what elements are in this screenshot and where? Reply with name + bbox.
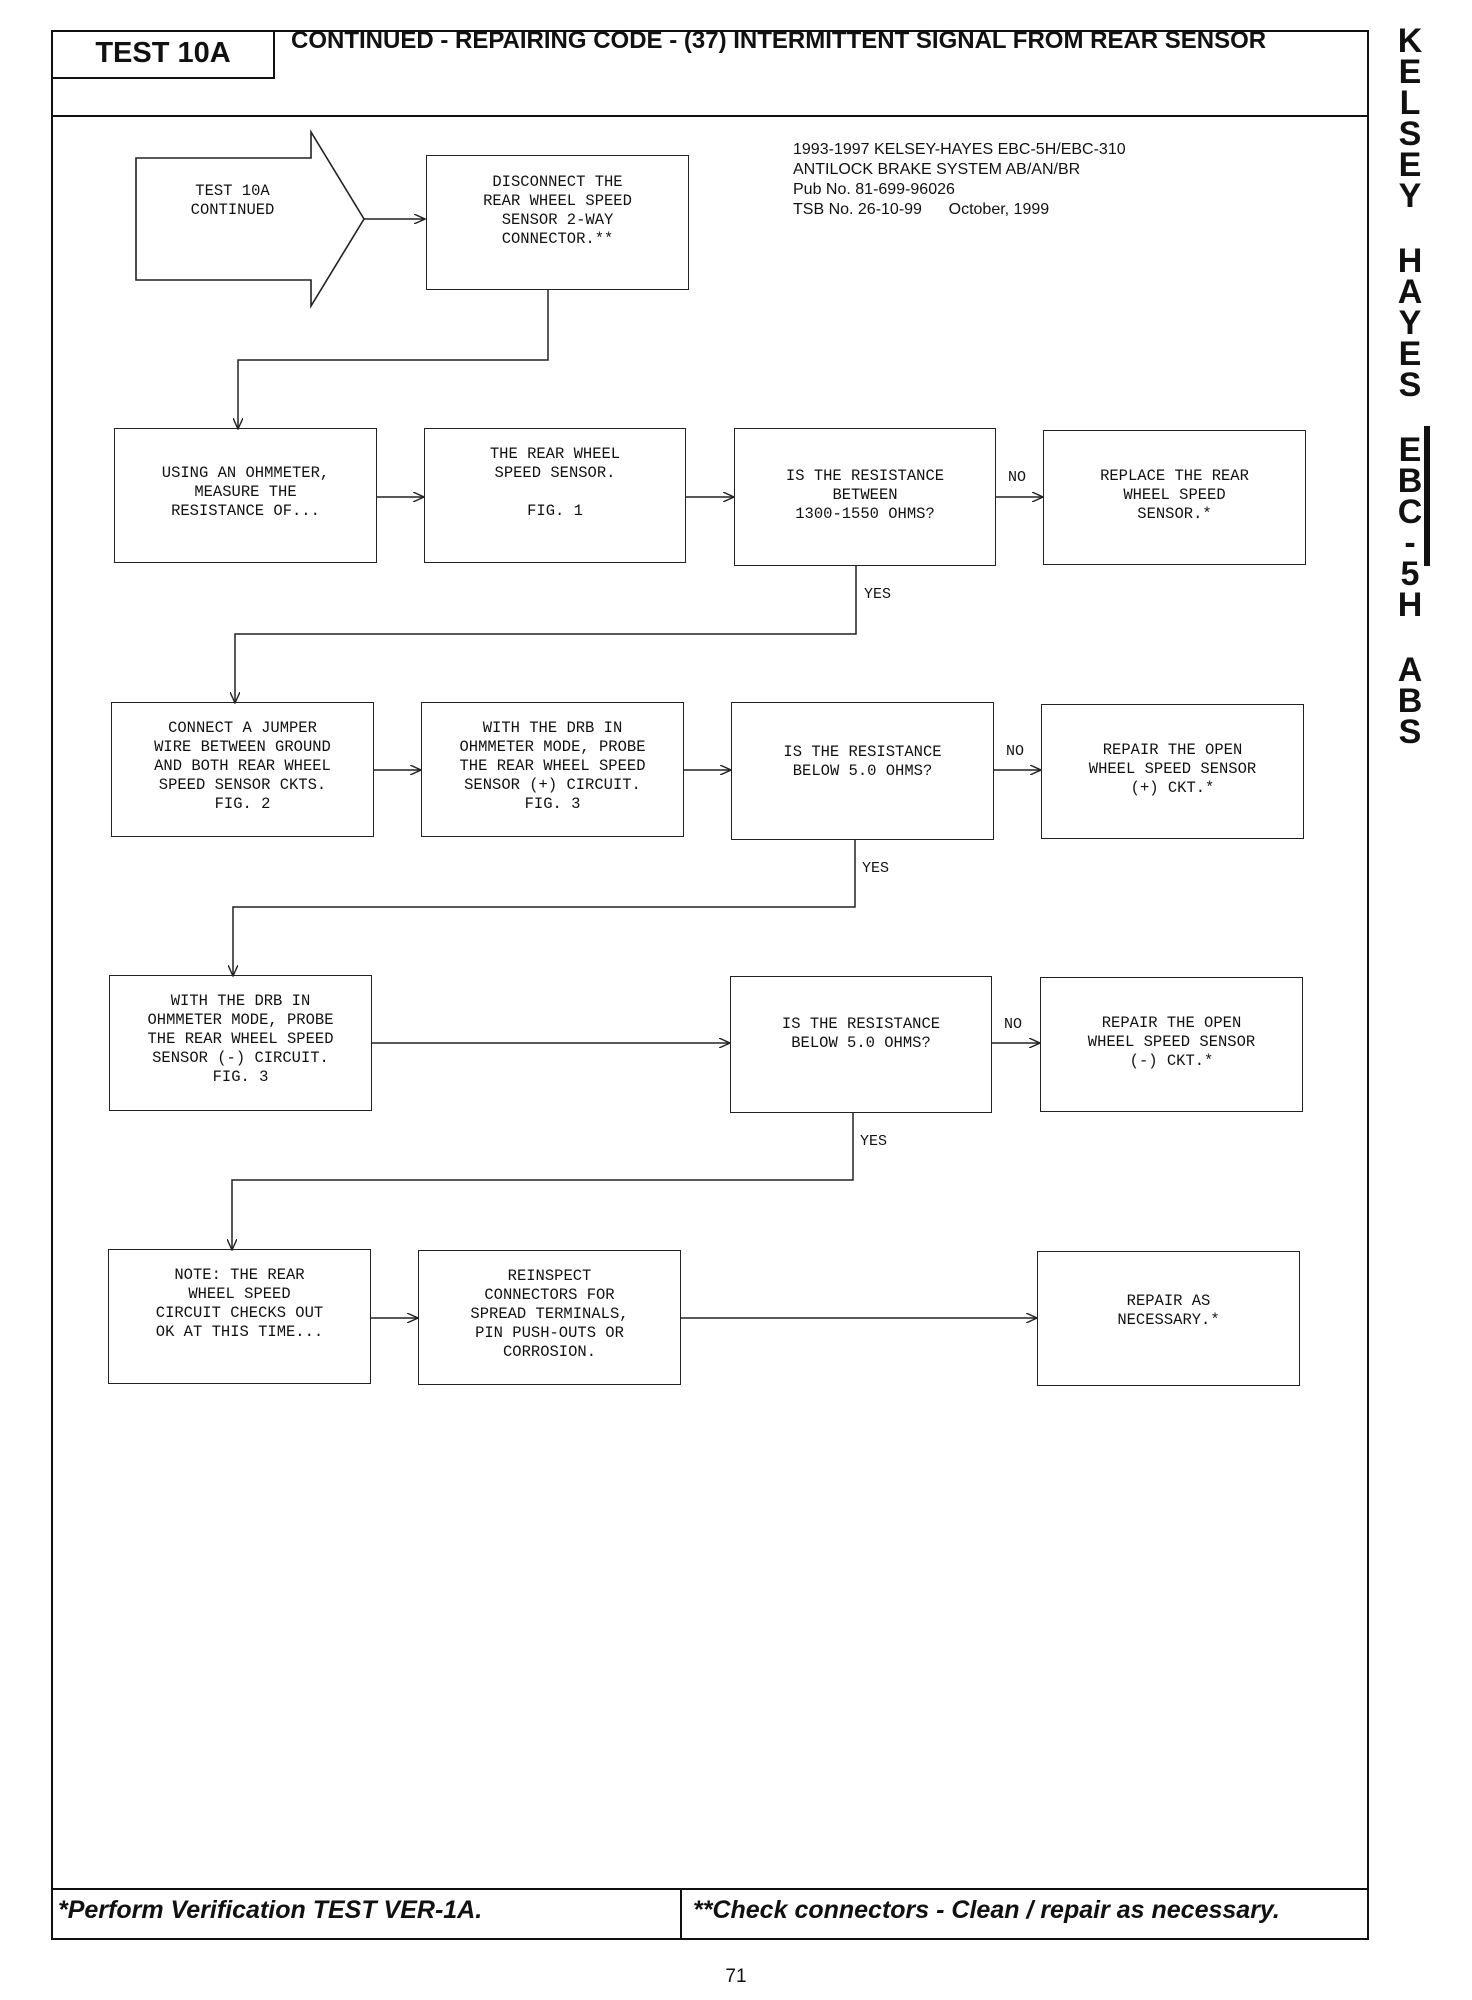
yes-label: YES (860, 1133, 888, 1150)
repair-negative-action: REPAIR THE OPEN WHEEL SPEED SENSOR (-) C… (1040, 977, 1303, 1112)
yes-label: YES (864, 586, 892, 603)
side-title-letter: 5 (1400, 555, 1420, 593)
yes-label: YES (862, 860, 890, 877)
page-frame (51, 30, 1369, 1940)
start-arrow-shape (135, 129, 365, 309)
test-label: TEST 10A (53, 30, 275, 79)
publication-line: ANTILOCK BRAKE SYSTEM AB/AN/BR (793, 161, 1081, 178)
replace-sensor-action: REPLACE THE REAR WHEEL SPEED SENSOR.* (1043, 430, 1306, 565)
repair-positive-action: REPAIR THE OPEN WHEEL SPEED SENSOR (+) C… (1041, 704, 1304, 839)
side-title-letter: H (1397, 242, 1423, 280)
side-title-letter: E (1398, 53, 1422, 91)
side-title-letter: - (1404, 524, 1416, 562)
side-title-letter: Y (1398, 304, 1422, 342)
side-title-letter: S (1398, 713, 1422, 751)
side-marker-bar (1424, 426, 1430, 566)
resistance-question-3: IS THE RESISTANCE BELOW 5.0 OHMS? (730, 976, 992, 1113)
side-title-letter: S (1398, 115, 1422, 153)
resistance-question-2: IS THE RESISTANCE BELOW 5.0 OHMS? (731, 702, 994, 840)
side-title-letter: L (1399, 84, 1421, 122)
side-title-letter: B (1397, 682, 1423, 720)
sensor-step: THE REAR WHEEL SPEED SENSOR. FIG. 1 (424, 428, 686, 563)
side-title-letter: H (1397, 586, 1423, 624)
footer-split (680, 1888, 682, 1940)
side-title-letter: K (1397, 22, 1423, 60)
header-divider (51, 115, 1369, 117)
side-title-letter: E (1398, 431, 1422, 469)
side-title-letter: B (1397, 462, 1423, 500)
resistance-question-1: IS THE RESISTANCE BETWEEN 1300-1550 OHMS… (734, 428, 996, 566)
disconnect-step: DISCONNECT THE REAR WHEEL SPEED SENSOR 2… (426, 155, 689, 290)
footer-connectors-note: **Check connectors - Clean / repair as n… (693, 1896, 1280, 1924)
probe-positive-step: WITH THE DRB IN OHMMETER MODE, PROBE THE… (421, 702, 684, 837)
publication-line: Pub No. 81-699-96026 (793, 181, 955, 198)
probe-negative-step: WITH THE DRB IN OHMMETER MODE, PROBE THE… (109, 975, 372, 1111)
footer-verification-note: *Perform Verification TEST VER-1A. (58, 1896, 483, 1924)
reinspect-step: REINSPECT CONNECTORS FOR SPREAD TERMINAL… (418, 1250, 681, 1385)
side-title-letter: E (1398, 335, 1422, 373)
side-title-letter: A (1397, 273, 1423, 311)
footer-divider (51, 1888, 1369, 1890)
publication-info: 1993-1997 KELSEY-HAYES EBC-5H/EBC-310 AN… (793, 140, 1126, 220)
note-step: NOTE: THE REAR WHEEL SPEED CIRCUIT CHECK… (108, 1249, 371, 1384)
side-title-letter: A (1397, 651, 1423, 689)
publication-line: TSB No. 26-10-99 October, 1999 (793, 201, 1050, 218)
page-title: CONTINUED - REPAIRING CODE - (37) INTERM… (291, 27, 1267, 54)
publication-line: 1993-1997 KELSEY-HAYES EBC-5H/EBC-310 (793, 141, 1126, 158)
page-number: 71 (725, 1966, 747, 1987)
side-title-letter: C (1397, 493, 1423, 531)
side-title-letter: Y (1398, 177, 1422, 215)
repair-as-necessary-action: REPAIR AS NECESSARY.* (1037, 1251, 1300, 1386)
no-label: NO (1006, 743, 1025, 760)
side-title-letter: E (1398, 146, 1422, 184)
jumper-step: CONNECT A JUMPER WIRE BETWEEN GROUND AND… (111, 702, 374, 837)
ohmmeter-step: USING AN OHMMETER, MEASURE THE RESISTANC… (114, 428, 377, 563)
side-title-letter: S (1398, 366, 1422, 404)
no-label: NO (1004, 1016, 1023, 1033)
start-node: TEST 10A CONTINUED (190, 182, 275, 219)
no-label: NO (1008, 469, 1027, 486)
